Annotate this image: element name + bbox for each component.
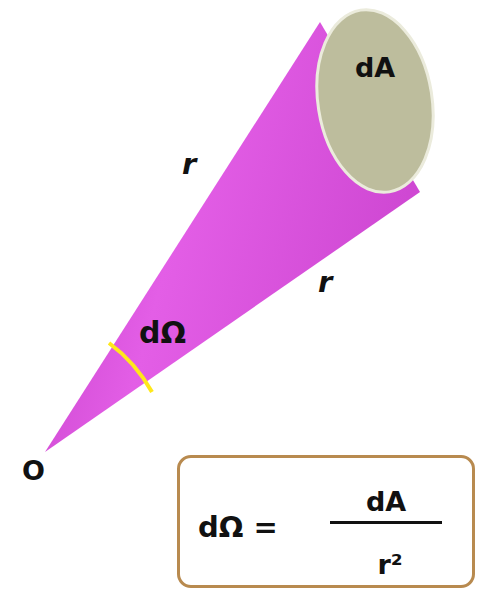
formula-text: dA (366, 487, 406, 517)
radius-label: r (182, 150, 196, 179)
angle-arc (109, 343, 152, 392)
fraction-bar (330, 521, 442, 524)
area-ellipse: dA (312, 4, 438, 198)
formula-box: dΩ = dA r² (177, 455, 475, 588)
ellipse-shape (312, 4, 438, 198)
origin-label: O (22, 457, 45, 484)
area-ellipse-fill (312, 4, 438, 198)
formula-text: dΩ = (198, 512, 278, 544)
radius-label: r (318, 268, 332, 297)
formula-text: dA (355, 53, 395, 83)
solid-angle-label: dΩ (139, 318, 186, 348)
formula-text: r² (377, 550, 402, 580)
